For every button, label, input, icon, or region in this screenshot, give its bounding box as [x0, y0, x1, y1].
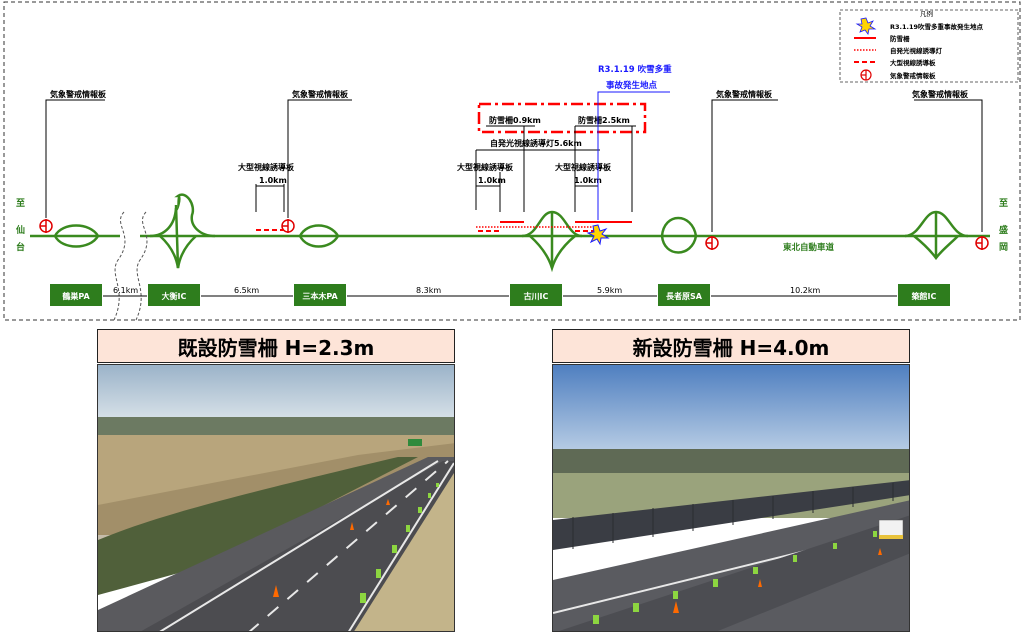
gap-label-0: 6.1km	[113, 286, 138, 295]
info-board-icons	[39, 219, 989, 250]
light-56-label: 自発光視線誘導灯5.6km	[490, 138, 582, 148]
distance-label-a: 1.0km	[259, 176, 287, 185]
furukawa-leaders	[475, 125, 636, 212]
legend-item-2: 自発光視線誘導灯	[890, 46, 943, 55]
road-break-mark	[113, 211, 148, 321]
facility-label-5: 築館IC	[911, 291, 937, 301]
snow-fence-25-label: 防雪柵2.5km	[578, 115, 630, 125]
guide-board-label-b: 大型視線誘導板	[457, 162, 514, 172]
facility-box-2	[294, 284, 346, 306]
diagram-border	[3, 1, 1021, 321]
new-fence-photo	[552, 364, 910, 632]
facility-label-3: 古川IC	[524, 291, 549, 301]
highway-name: 東北自動車道	[783, 242, 835, 253]
facility-box-3	[510, 284, 562, 306]
info-board-leaders	[45, 99, 983, 232]
explosion-icon	[855, 17, 877, 35]
direction-right-0: 至	[999, 198, 1008, 209]
direction-right: 至 盛 岡	[999, 198, 1008, 253]
guide-board-label-c: 大型視線誘導板	[555, 162, 612, 172]
existing-fence-photo	[97, 364, 455, 632]
info-board-icon	[860, 69, 872, 81]
facility-label-4: 長者原SA	[666, 291, 703, 301]
distance-label-b: 1.0km	[478, 176, 506, 185]
gap-label-1: 6.5km	[234, 286, 259, 295]
legend-item-4: 気象警戒情報板	[890, 71, 936, 80]
left-photo-caption: 既設防雪柵 H=2.3m	[97, 329, 455, 363]
gap-label-2: 8.3km	[416, 286, 441, 295]
legend: 凡例 R3.1.19吹雪多重事故発生地点 防雪柵 自発光視線誘導灯 大型視線誘導…	[839, 9, 1019, 83]
info-board-icon	[975, 236, 989, 250]
explosion-icon	[586, 224, 610, 246]
facility-label-1: 大衡IC	[162, 291, 187, 301]
info-board-label-0: 気象警戒情報板	[50, 89, 107, 99]
distance-label-c: 1.0km	[574, 176, 602, 185]
direction-left-2: 台	[16, 241, 25, 253]
info-board-label-2: 気象警戒情報板	[716, 89, 773, 99]
direction-right-2: 岡	[999, 242, 1008, 253]
facility-box-4	[658, 284, 710, 306]
gap-label-4: 10.2km	[790, 286, 820, 295]
info-board-icon	[39, 219, 53, 233]
accident-marker: R3.1.19 吹雪多重 事故発生地点	[586, 64, 672, 246]
facility-box-1	[148, 284, 200, 306]
legend-item-1: 防雪柵	[890, 34, 910, 43]
facility-box-5	[898, 284, 950, 306]
right-photo-caption: 新設防雪柵 H=4.0m	[552, 329, 910, 363]
info-board-icon	[705, 236, 719, 250]
facility-box-0	[50, 284, 102, 306]
info-board-labels: 気象警戒情報板 気象警戒情報板 気象警戒情報板 気象警戒情報板	[50, 89, 969, 99]
legend-item-0: R3.1.19吹雪多重事故発生地点	[890, 22, 984, 31]
legend-item-3: 大型視線誘導板	[890, 58, 936, 67]
direction-right-1: 盛	[999, 224, 1008, 236]
guide-board-label-a: 大型視線誘導板	[238, 162, 295, 172]
gap-label-3: 5.9km	[597, 286, 622, 295]
guide-board-left: 大型視線誘導板 1.0km	[238, 162, 295, 231]
info-board-icon	[281, 219, 295, 233]
pa-shapes	[53, 216, 698, 254]
interchanges	[149, 193, 969, 273]
highway-diagram: 至 仙 台 至 盛 岡	[3, 1, 1021, 321]
furukawa-annotations: 防雪柵0.9km 防雪柵2.5km 自発光視線誘導灯5.6km 大型視線誘導板 …	[457, 115, 630, 185]
facility-row: 鶴巣PA 大衡IC 三本木PA 古川IC 長者原SA 築館IC 6.1km 6.5km 8.3k…	[50, 284, 950, 306]
facility-label-2: 三本木PA	[302, 291, 338, 301]
info-board-label-3: 気象警戒情報板	[912, 89, 969, 99]
direction-left-0: 至	[16, 198, 25, 209]
accident-label-1: R3.1.19 吹雪多重	[598, 64, 672, 75]
legend-title: 凡例	[920, 9, 933, 18]
info-board-label-1: 気象警戒情報板	[292, 89, 349, 99]
facility-label-0: 鶴巣PA	[61, 291, 90, 301]
highlight-box	[477, 102, 647, 134]
accident-label-2: 事故発生地点	[606, 80, 658, 91]
furukawa-fences	[476, 221, 632, 232]
snow-fence-09-label: 防雪柵0.9km	[489, 115, 541, 125]
direction-left: 至 仙 台	[16, 198, 25, 253]
direction-left-1: 仙	[16, 224, 25, 236]
